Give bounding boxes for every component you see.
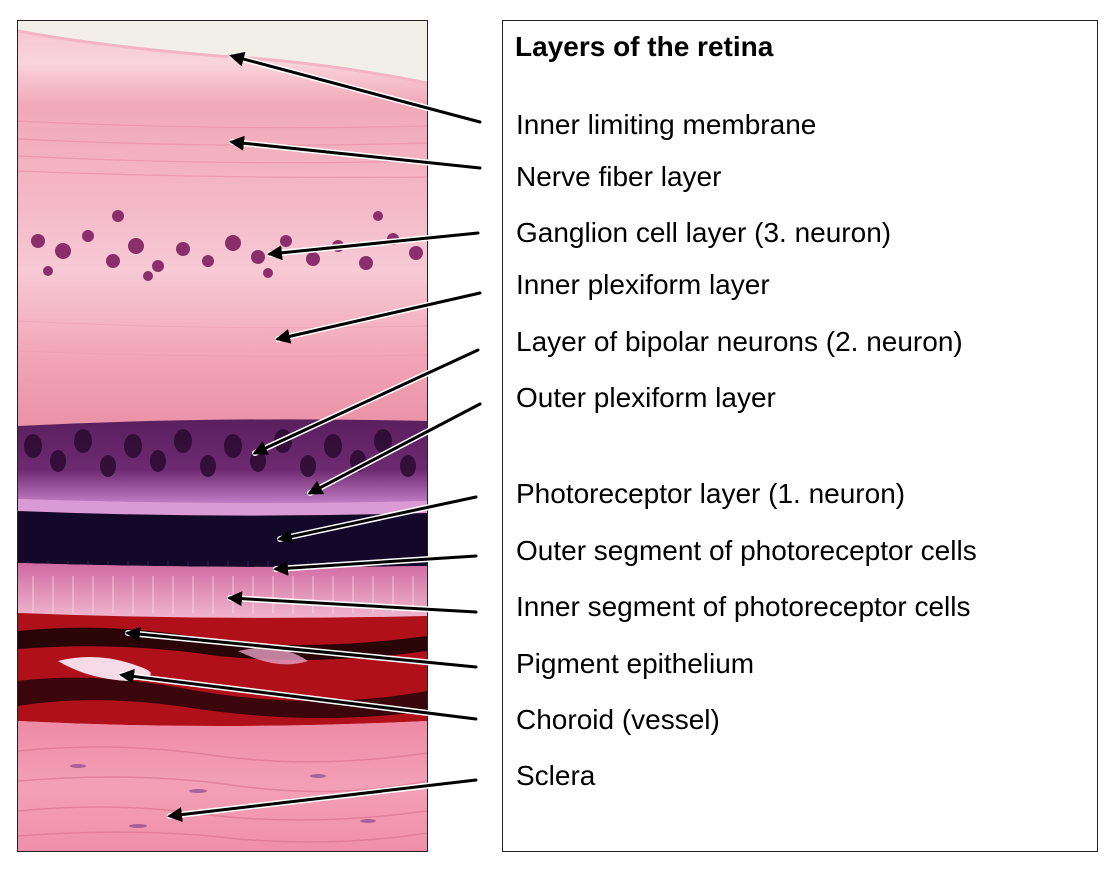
label-photoreceptor-layer: Photoreceptor layer (1. neuron)	[516, 478, 906, 509]
retina-micrograph	[17, 20, 428, 852]
label-outer-plexiform-layer: Outer plexiform layer	[516, 382, 776, 413]
label-pigment-epithelium: Pigment epithelium	[516, 648, 755, 679]
label-nerve-fiber-layer: Nerve fiber layer	[516, 161, 722, 192]
label-outer-segment: Outer segment of photoreceptor cells	[516, 535, 977, 566]
label-bipolar-neurons: Layer of bipolar neurons (2. neuron)	[516, 326, 963, 357]
diagram-title: Layers of the retina	[515, 31, 774, 62]
label-inner-segment: Inner segment of photoreceptor cells	[516, 591, 971, 622]
label-choroid: Choroid (vessel)	[516, 704, 720, 735]
label-sclera: Sclera	[516, 760, 596, 791]
label-ganglion-cell-layer: Ganglion cell layer (3. neuron)	[516, 217, 892, 248]
label-inner-plexiform-layer: Inner plexiform layer	[516, 269, 770, 300]
micrograph-image	[18, 21, 427, 851]
legend-box	[502, 20, 1098, 852]
label-inner-limiting-membrane: Inner limiting membrane	[516, 109, 817, 140]
